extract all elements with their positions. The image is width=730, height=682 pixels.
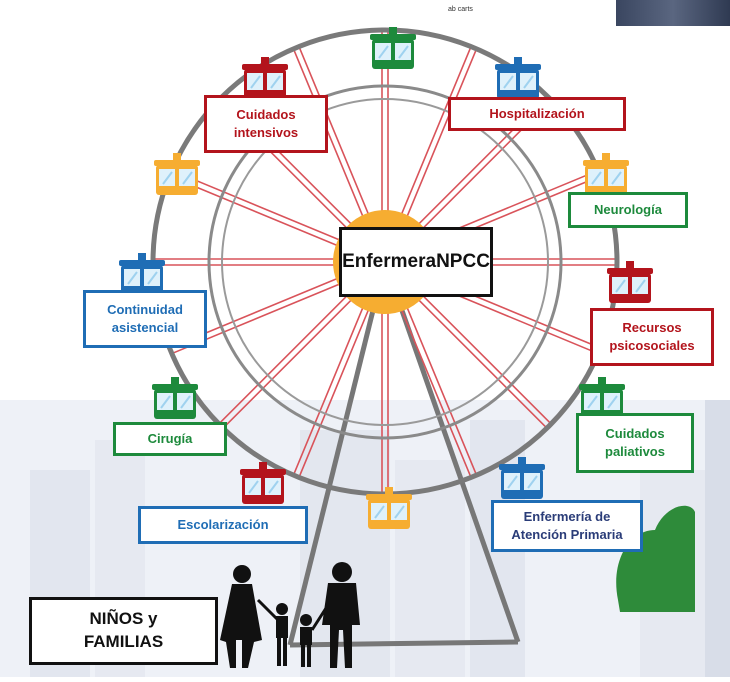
label-neurologia: Neurología <box>568 192 688 228</box>
cabin <box>366 487 412 529</box>
family-silhouette <box>220 562 360 668</box>
tree-graphic <box>616 505 695 612</box>
label-cirugia: Cirugía <box>113 422 227 456</box>
center-label-box: Enfermera NPCC <box>339 227 493 297</box>
label-hospitalizacion: Hospitalización <box>448 97 626 131</box>
cabin <box>152 377 198 419</box>
label-continuidad-asistencial: Continuidad asistencial <box>83 290 207 348</box>
label-enfermeria-atencion-primaria: Enfermería de Atención Primaria <box>491 500 643 552</box>
cabin <box>154 153 200 195</box>
label-recursos-psicosociales: Recursos psicosociales <box>590 308 714 366</box>
corner-caption: ab carts <box>448 6 473 13</box>
family-label-box: NIÑOS y FAMILIAS <box>29 597 218 665</box>
label-escolarizacion: Escolarización <box>138 506 308 544</box>
cabin <box>499 457 545 499</box>
cabins <box>119 27 653 529</box>
cabin <box>240 462 286 504</box>
label-cuidados-paliativos: Cuidados paliativos <box>576 413 694 473</box>
cabin <box>370 27 416 69</box>
label-cuidados-intensivos: Cuidados intensivos <box>204 95 328 153</box>
center-line2: NPCC <box>436 251 490 273</box>
cabin <box>579 377 625 419</box>
cabin <box>607 261 653 303</box>
center-line1: Enfermera <box>342 251 437 273</box>
corner-photo <box>616 0 730 26</box>
cabin <box>495 57 541 99</box>
cabin <box>119 253 165 295</box>
cabin <box>583 153 629 195</box>
cabin <box>242 57 288 99</box>
